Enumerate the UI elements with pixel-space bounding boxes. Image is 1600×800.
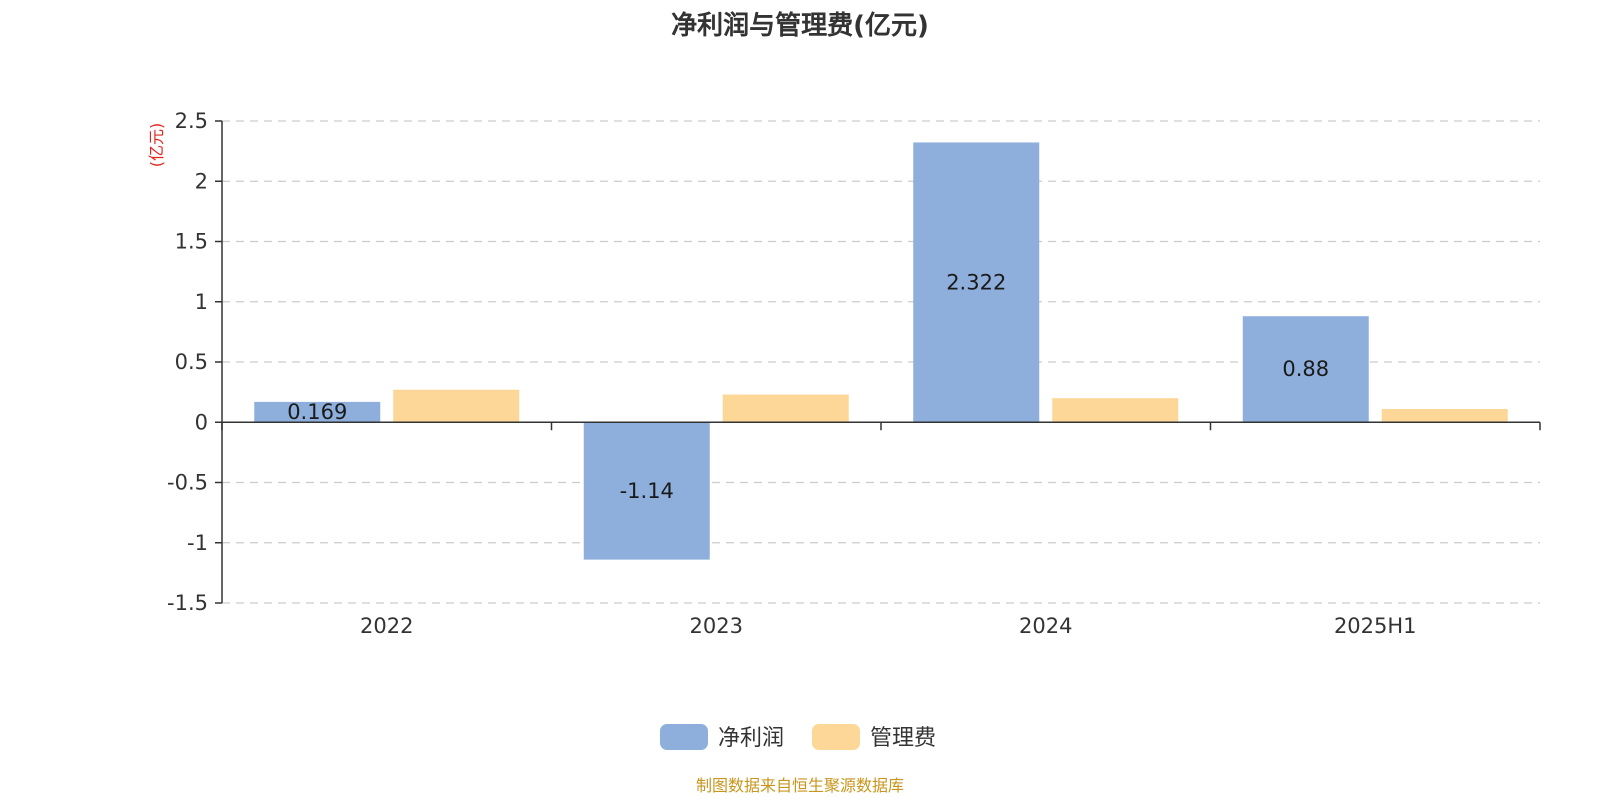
y-tick-label: -1.5 bbox=[167, 591, 208, 615]
legend-swatch-净利润 bbox=[660, 724, 708, 750]
y-tick-label: -0.5 bbox=[167, 471, 208, 495]
bar-净利润-2023 bbox=[583, 422, 710, 560]
y-tick-label: 1.5 bbox=[175, 230, 208, 254]
y-tick-label: -1 bbox=[187, 531, 208, 555]
axis-layer bbox=[215, 120, 1541, 604]
bar-净利润-2025H1 bbox=[1242, 316, 1369, 423]
bar-净利润-2022 bbox=[254, 401, 381, 423]
data-label: 2.322 bbox=[946, 270, 1006, 294]
legend-label: 净利润 bbox=[718, 726, 784, 751]
bar-净利润-2024 bbox=[913, 142, 1040, 423]
data-label: 0.88 bbox=[1282, 357, 1329, 381]
bars-layer bbox=[254, 142, 1508, 560]
y-axis-unit-label: (亿元) bbox=[147, 123, 166, 168]
legend: 净利润 管理费 bbox=[660, 724, 936, 751]
source-note: 制图数据来自恒生聚源数据库 bbox=[696, 776, 904, 795]
x-tick-label: 2022 bbox=[360, 614, 413, 638]
legend-swatch-管理费 bbox=[812, 724, 860, 750]
bar-管理费-2025H1 bbox=[1381, 408, 1508, 423]
y-tick-label: 2.5 bbox=[175, 109, 208, 133]
data-label: -1.14 bbox=[620, 479, 674, 503]
x-tick-label: 2025H1 bbox=[1334, 614, 1417, 638]
bar-管理费-2024 bbox=[1052, 398, 1179, 423]
y-tick-label: 0 bbox=[195, 410, 208, 434]
y-tick-label: 2 bbox=[195, 169, 208, 193]
legend-label: 管理费 bbox=[870, 726, 936, 751]
bar-管理费-2023 bbox=[722, 394, 849, 423]
data-label: 0.169 bbox=[287, 400, 347, 424]
x-tick-label: 2023 bbox=[690, 614, 743, 638]
x-tick-label: 2024 bbox=[1019, 614, 1072, 638]
y-tick-label: 1 bbox=[195, 290, 208, 314]
bar-管理费-2022 bbox=[393, 389, 520, 423]
labels-layer: 2.5 2 1.5 1 0.5 0 -0.5 -1 -1.5 2022 0.169 2023 -1.14… bbox=[167, 109, 1417, 638]
y-tick-label: 0.5 bbox=[175, 350, 208, 374]
chart-title: 净利润与管理费(亿元) bbox=[671, 10, 929, 41]
